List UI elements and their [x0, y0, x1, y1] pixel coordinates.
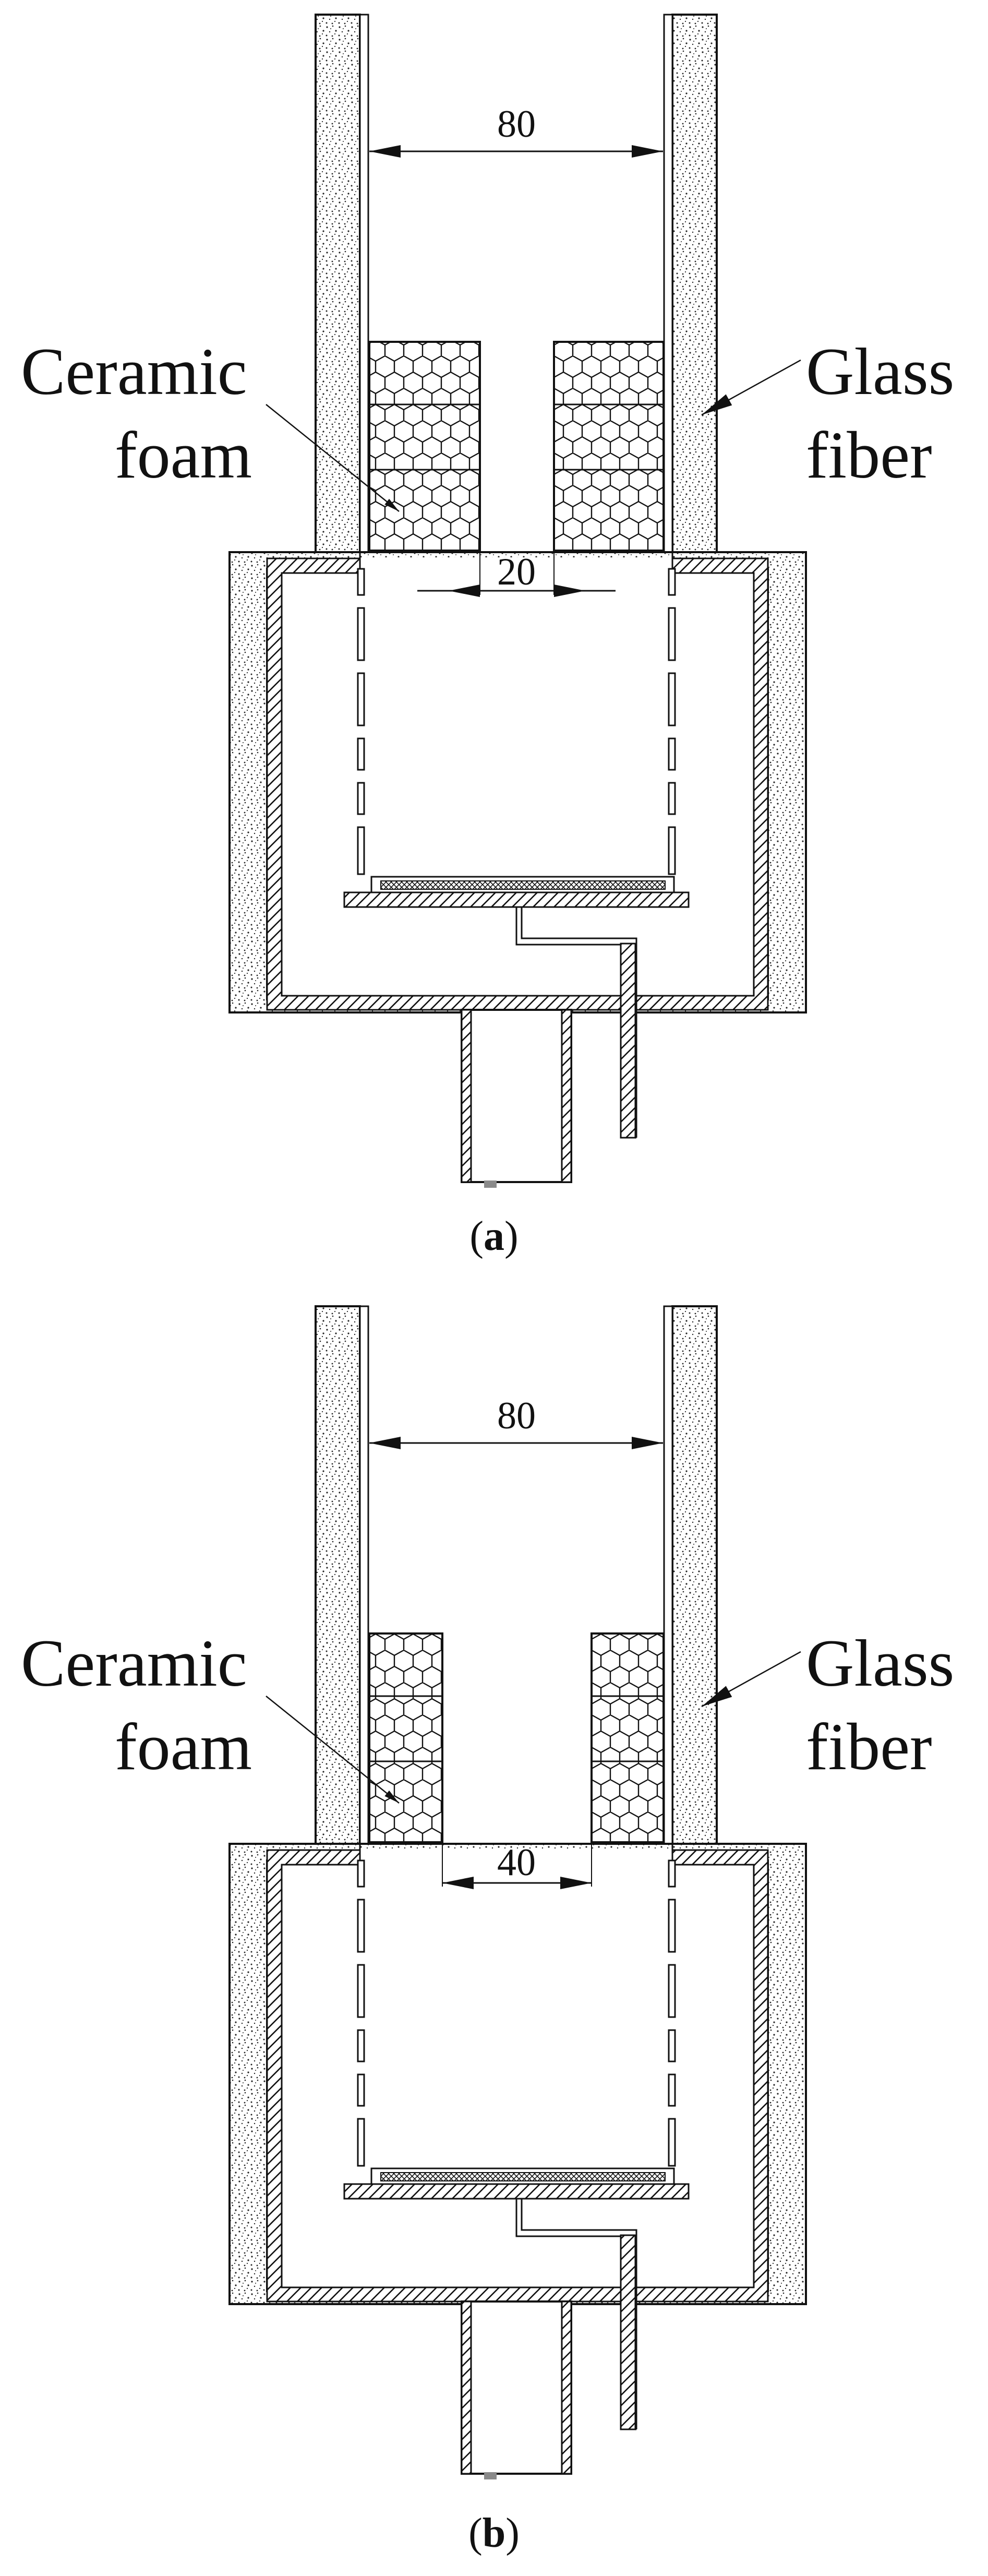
sample-holder — [343, 876, 690, 908]
glass-fiber-chamber — [228, 551, 807, 1013]
label-glass-line2: fiber — [806, 1710, 932, 1784]
perforated-liner — [357, 1859, 676, 2167]
glass-fiber-chamber — [228, 1843, 807, 2305]
label-ceramic-line1: Ceramic — [21, 335, 247, 409]
tube-wall-right — [663, 14, 673, 553]
chamber-casing — [266, 1849, 769, 2303]
tube-wall-right — [663, 1305, 673, 1845]
dim-tube-width-text: 80 — [497, 103, 536, 146]
glass-fiber-right-upper — [671, 14, 718, 553]
panel-b: 80 40 Ceramic foam Glass fiber (b) — [21, 1305, 954, 2556]
ceramic-foam-left — [368, 1632, 443, 1843]
perforated-liner — [357, 568, 676, 875]
dimension-tube-width: 80 — [369, 1394, 663, 1449]
dim-orifice-width-text: 20 — [497, 551, 536, 593]
label-ceramic-line2: foam — [115, 1710, 252, 1784]
tube-wall-left — [359, 1305, 369, 1845]
label-glass-line1: Glass — [806, 1626, 954, 1700]
glass-fiber-right-upper — [671, 1305, 718, 1845]
glass-fiber-left-upper — [315, 1305, 361, 1845]
ceramic-foam-right — [553, 341, 665, 552]
panel-a: 80 20 Ceramic foam Glass fiber (a) — [21, 14, 954, 1259]
label-glass-line1: Glass — [806, 335, 954, 409]
tube-wall-left — [359, 14, 369, 553]
exhaust-pipe — [461, 2300, 572, 2479]
dimension-orifice-width: 40 — [442, 1841, 592, 1889]
glass-fiber-left-upper — [315, 14, 361, 553]
ceramic-foam-right — [591, 1632, 665, 1843]
glass-fiber-leader — [701, 359, 801, 416]
dim-tube-width-text: 80 — [497, 1394, 536, 1437]
dim-orifice-width-text: 40 — [497, 1841, 536, 1884]
caption-b: (b) — [468, 2510, 520, 2556]
dimension-tube-width: 80 — [369, 103, 663, 158]
ceramic-foam-leader — [266, 1696, 400, 1804]
exhaust-pipe — [461, 1009, 572, 1188]
ceramic-foam-leader — [266, 404, 400, 512]
label-glass-line2: fiber — [806, 418, 932, 492]
label-ceramic-line1: Ceramic — [21, 1626, 247, 1700]
glass-fiber-leader — [701, 1651, 801, 1708]
chamber-casing — [266, 557, 769, 1011]
ceramic-foam-left — [368, 341, 481, 552]
label-ceramic-line2: foam — [115, 418, 252, 492]
caption-a: (a) — [469, 1213, 518, 1259]
sample-holder — [343, 2167, 690, 2200]
dimension-orifice-width: 20 — [417, 551, 616, 597]
